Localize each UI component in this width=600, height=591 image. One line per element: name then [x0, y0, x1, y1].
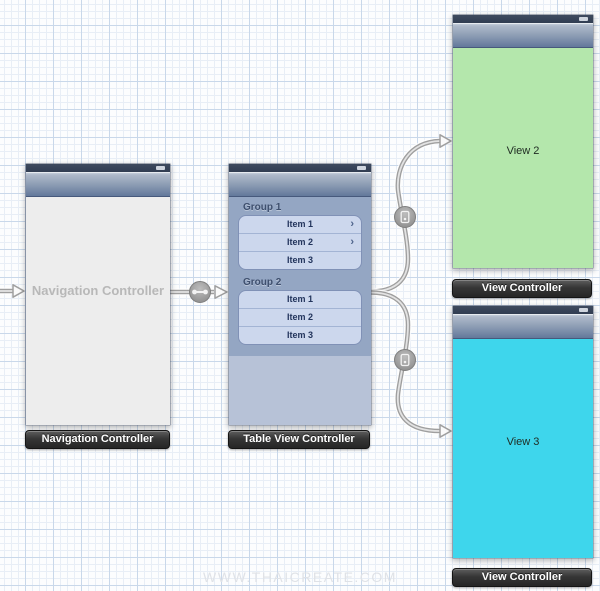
navigation-bar[interactable] [453, 314, 593, 339]
battery-icon [357, 166, 366, 170]
segue-to-view3[interactable] [370, 289, 452, 438]
battery-icon [579, 17, 588, 21]
table-row[interactable]: Item 1 [239, 291, 361, 308]
table-row-label: Item 3 [286, 255, 313, 265]
push-segue-badge-icon[interactable] [394, 206, 416, 228]
table-row[interactable]: Item 3 [239, 326, 361, 344]
table-view-controller-scene[interactable]: Group 1 Item 1 › Item 2 › Item 3 Group 2… [228, 163, 372, 426]
relationship-segue[interactable] [170, 281, 228, 303]
view3-body[interactable]: View 3 [453, 339, 593, 558]
view-controller-2-name-badge[interactable]: View Controller [452, 279, 592, 298]
status-bar [453, 306, 593, 314]
push-segue-badge-icon[interactable] [394, 349, 416, 371]
status-bar [26, 164, 170, 172]
navigation-controller-body[interactable]: Navigation Controller [26, 197, 170, 425]
view-controller-3-name-badge[interactable]: View Controller [452, 568, 592, 587]
table-section-group: Item 1 Item 2 Item 3 [238, 290, 362, 345]
navigation-bar[interactable] [453, 23, 593, 48]
section-header: Group 2 [243, 277, 282, 288]
navigation-controller-name-badge[interactable]: Navigation Controller [25, 430, 170, 449]
status-bar [229, 164, 371, 172]
view2-body[interactable]: View 2 [453, 48, 593, 268]
view-controller-2-scene[interactable]: View 2 [452, 14, 594, 269]
table-row-label: Item 1 [286, 219, 313, 229]
navigation-bar[interactable] [26, 172, 170, 197]
segue-to-view2[interactable] [370, 134, 452, 295]
table-view-controller-name-badge[interactable]: Table View Controller [228, 430, 370, 449]
navigation-controller-placeholder: Navigation Controller [31, 283, 165, 298]
disclosure-chevron-icon: › [350, 218, 354, 230]
view-controller-3-scene[interactable]: View 3 [452, 305, 594, 559]
view3-label: View 3 [506, 435, 540, 448]
table-row[interactable]: Item 2 [239, 308, 361, 326]
status-bar [453, 15, 593, 23]
table-view-footer-area [229, 356, 371, 425]
table-row-label: Item 3 [286, 330, 313, 340]
table-row-label: Item 2 [286, 312, 313, 322]
section-header: Group 1 [243, 202, 282, 213]
table-row[interactable]: Item 2 › [239, 233, 361, 251]
table-section-group: Item 1 › Item 2 › Item 3 [238, 215, 362, 270]
battery-icon [156, 166, 165, 170]
relationship-badge-icon[interactable] [189, 281, 211, 303]
navigation-controller-scene[interactable]: Navigation Controller [25, 163, 171, 426]
table-view[interactable]: Group 1 Item 1 › Item 2 › Item 3 Group 2… [229, 197, 371, 356]
navigation-bar[interactable] [229, 172, 371, 197]
initial-arrow[interactable] [0, 284, 25, 298]
view2-label: View 2 [506, 145, 540, 157]
table-row[interactable]: Item 1 › [239, 216, 361, 233]
table-row-label: Item 1 [286, 294, 313, 304]
watermark-text: WWW.THAICREATE.COM [203, 569, 397, 585]
disclosure-chevron-icon: › [350, 236, 354, 248]
table-row-label: Item 2 [286, 237, 313, 247]
table-row[interactable]: Item 3 [239, 251, 361, 269]
battery-icon [579, 308, 588, 312]
